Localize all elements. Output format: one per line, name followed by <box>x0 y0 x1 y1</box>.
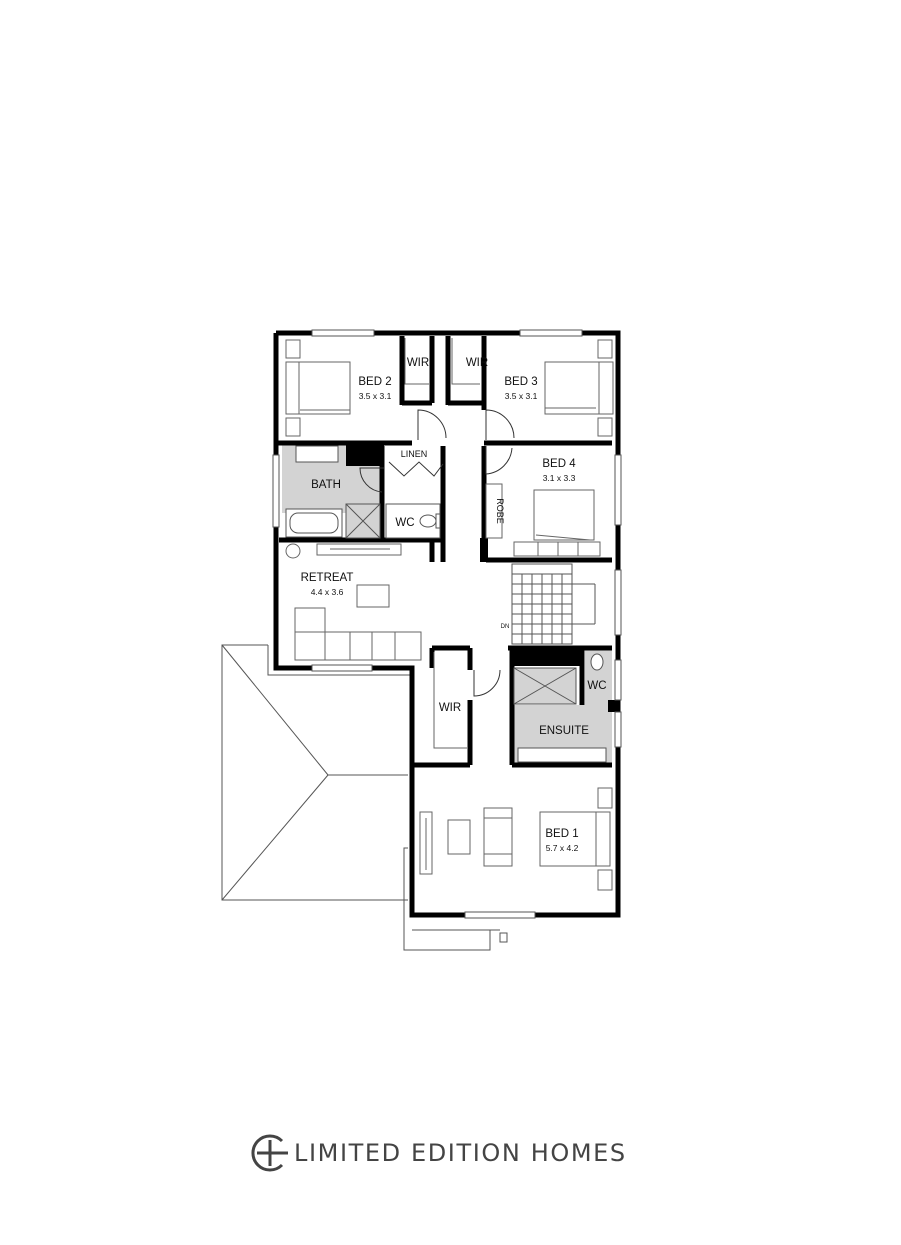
ensuite-label: ENSUITE <box>539 725 589 737</box>
bed-1-furniture <box>419 787 613 891</box>
roof-outline <box>221 644 508 951</box>
bed-2-label: BED 2 <box>358 376 391 388</box>
bath-fixtures <box>285 445 441 539</box>
bed-4-furniture <box>485 483 601 557</box>
retreat-size: 4.4 x 3.6 <box>311 587 344 597</box>
doors <box>359 409 515 697</box>
brand-logo: LIMITED EDITION HOMES <box>248 1130 668 1176</box>
walls <box>273 330 621 918</box>
brand-name: LIMITED EDITION HOMES <box>294 1139 627 1167</box>
bed-3-size: 3.5 x 3.1 <box>505 391 538 401</box>
bed-3-furniture <box>544 339 614 437</box>
wir-bed-2-label: WIR <box>407 357 429 369</box>
wc-bath-label: WC <box>395 517 414 529</box>
windows <box>272 329 622 919</box>
wc-ensuite-label: WC <box>587 680 606 692</box>
bath-label: BATH <box>311 479 341 491</box>
staircase <box>511 563 596 645</box>
bed-4-label: BED 4 <box>542 458 576 470</box>
ensuite-fixtures <box>513 653 607 763</box>
circle-plus-icon <box>248 1131 292 1175</box>
bed-1-label: BED 1 <box>545 828 578 840</box>
bed-2-furniture <box>285 339 351 437</box>
linen-label: LINEN <box>401 449 428 459</box>
wall-blocks <box>346 441 616 712</box>
room-labels: BED 2 3.5 x 3.1 WIR WIR BED 3 3.5 x 3.1 … <box>301 357 607 853</box>
retreat-furniture <box>285 543 422 661</box>
bed-4-size: 3.1 x 3.3 <box>543 473 576 483</box>
bed-2-size: 3.5 x 3.1 <box>359 391 392 401</box>
retreat-label: RETREAT <box>301 572 354 584</box>
wir-bed-3-label: WIR <box>466 357 488 369</box>
bed-3-label: BED 3 <box>504 376 537 388</box>
wir-bed-1-label: WIR <box>439 702 461 714</box>
wir-rails <box>404 338 480 749</box>
robe-label: ROBE <box>495 498 505 524</box>
bed-1-size: 5.7 x 4.2 <box>546 843 579 853</box>
stair-dn-label: DN <box>501 624 510 630</box>
